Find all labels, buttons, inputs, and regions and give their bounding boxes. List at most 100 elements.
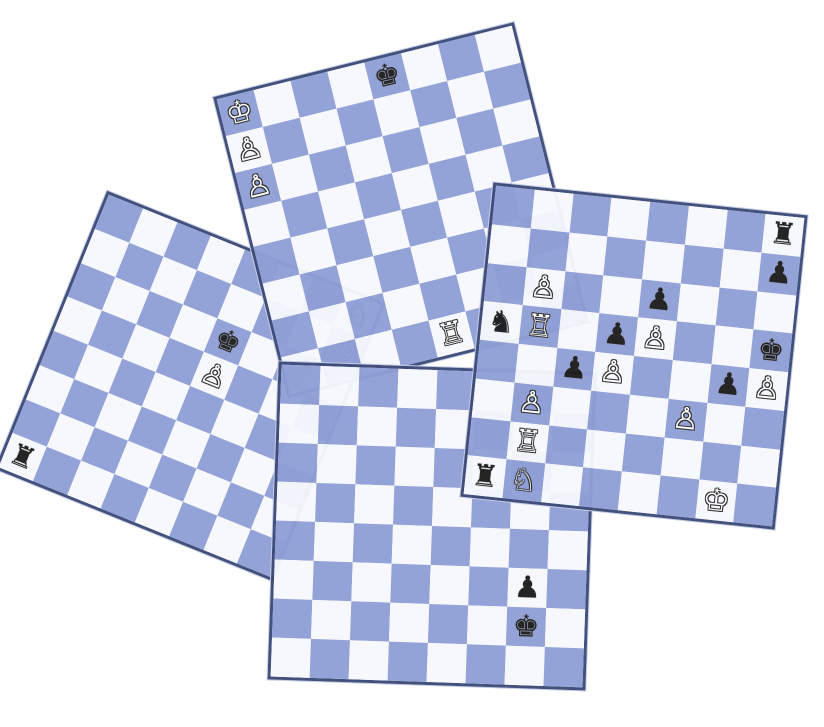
- black-pawn-icon[interactable]: ♟: [707, 364, 750, 407]
- square-h2[interactable]: [545, 608, 585, 648]
- square-a2[interactable]: [468, 417, 511, 460]
- square-e4[interactable]: [431, 526, 471, 566]
- black-pawn-icon[interactable]: ♟: [638, 279, 681, 322]
- square-a1[interactable]: ♜: [464, 455, 507, 498]
- square-a3[interactable]: [273, 560, 313, 600]
- white-pawn-icon[interactable]: ♙: [746, 368, 789, 411]
- square-h7[interactable]: ♟: [758, 253, 801, 296]
- square-d6[interactable]: [600, 275, 643, 318]
- white-knight-icon[interactable]: ♘: [502, 459, 545, 502]
- square-d8[interactable]: [608, 198, 651, 241]
- black-pawn-icon[interactable]: ♟: [507, 568, 547, 608]
- square-f2[interactable]: [467, 605, 507, 645]
- white-pawn-icon[interactable]: ♙: [634, 317, 677, 360]
- square-h4[interactable]: [548, 530, 588, 570]
- square-b8[interactable]: [531, 190, 574, 233]
- square-f3[interactable]: [468, 566, 508, 606]
- square-h3[interactable]: [742, 407, 785, 450]
- square-b3[interactable]: [312, 561, 352, 601]
- square-g2[interactable]: [699, 441, 742, 484]
- square-a5[interactable]: [276, 482, 316, 522]
- square-b7[interactable]: [318, 405, 358, 445]
- square-g3[interactable]: ♟: [507, 568, 547, 608]
- square-c7[interactable]: [565, 232, 608, 275]
- square-d3[interactable]: [390, 564, 430, 604]
- square-f4[interactable]: [470, 527, 510, 567]
- square-c4[interactable]: [353, 523, 393, 563]
- square-c5[interactable]: [354, 484, 394, 524]
- square-a7[interactable]: [279, 404, 319, 444]
- black-pawn-icon[interactable]: ♟: [758, 253, 801, 296]
- square-d2[interactable]: [583, 429, 626, 472]
- square-c8[interactable]: [569, 194, 612, 237]
- white-pawn-icon[interactable]: ♙: [510, 382, 553, 425]
- square-e2[interactable]: [622, 433, 665, 476]
- square-d4[interactable]: [392, 525, 432, 565]
- square-d8[interactable]: [397, 369, 437, 409]
- square-d5[interactable]: [393, 486, 433, 526]
- square-b1[interactable]: ♘: [502, 459, 545, 502]
- square-b3[interactable]: ♙: [510, 382, 553, 425]
- square-a3[interactable]: [472, 378, 515, 421]
- square-c6[interactable]: [355, 445, 395, 485]
- square-f4[interactable]: [668, 360, 711, 403]
- square-g7[interactable]: [719, 248, 762, 291]
- square-b1[interactable]: [310, 639, 350, 679]
- square-d1[interactable]: [388, 642, 428, 682]
- square-c3[interactable]: [549, 386, 592, 429]
- square-g4[interactable]: [509, 529, 549, 569]
- square-a8[interactable]: [492, 186, 535, 229]
- square-f6[interactable]: [677, 283, 720, 326]
- square-c1[interactable]: [541, 464, 584, 507]
- square-a6[interactable]: [277, 443, 317, 483]
- square-a8[interactable]: [280, 365, 320, 405]
- square-f2[interactable]: [660, 437, 703, 480]
- square-c7[interactable]: [357, 406, 397, 446]
- square-a5[interactable]: ♞: [480, 301, 523, 344]
- square-g4[interactable]: ♟: [707, 364, 750, 407]
- square-h3[interactable]: [546, 569, 586, 609]
- square-f7[interactable]: [681, 244, 724, 287]
- square-c2[interactable]: [350, 601, 390, 641]
- square-f1[interactable]: [656, 476, 699, 519]
- square-d1[interactable]: [579, 468, 622, 511]
- square-b4[interactable]: [514, 344, 557, 387]
- square-c4[interactable]: ♟: [553, 348, 596, 391]
- square-h1[interactable]: [543, 647, 583, 687]
- square-e6[interactable]: ♟: [638, 279, 681, 322]
- square-g2[interactable]: ♚: [506, 607, 546, 647]
- square-e3[interactable]: [429, 565, 469, 605]
- square-a4[interactable]: [476, 340, 519, 383]
- black-pawn-icon[interactable]: ♟: [595, 313, 638, 356]
- square-g3[interactable]: [703, 403, 746, 446]
- black-pawn-icon[interactable]: ♟: [553, 348, 596, 391]
- square-d2[interactable]: [389, 603, 429, 643]
- square-c5[interactable]: [557, 309, 600, 352]
- square-e3[interactable]: [626, 395, 669, 438]
- square-d4[interactable]: ♙: [591, 352, 634, 395]
- white-pawn-icon[interactable]: ♙: [522, 267, 565, 310]
- square-a6[interactable]: [484, 263, 527, 306]
- square-b5[interactable]: ♖: [518, 305, 561, 348]
- square-e1[interactable]: [427, 643, 467, 683]
- square-g1[interactable]: ♔: [695, 480, 738, 523]
- square-h8[interactable]: ♜: [762, 214, 805, 257]
- white-king-icon[interactable]: ♔: [695, 480, 738, 523]
- square-f5[interactable]: [673, 322, 716, 365]
- square-d6[interactable]: [394, 447, 434, 487]
- square-d7[interactable]: [604, 236, 647, 279]
- square-c1[interactable]: [349, 640, 389, 680]
- white-rook-icon[interactable]: ♖: [518, 305, 561, 348]
- square-f8[interactable]: [685, 206, 728, 249]
- square-h5[interactable]: ♚: [750, 330, 793, 373]
- square-e5[interactable]: ♙: [634, 317, 677, 360]
- square-b6[interactable]: ♙: [522, 267, 565, 310]
- white-pawn-icon[interactable]: ♙: [591, 352, 634, 395]
- square-c3[interactable]: [351, 562, 391, 602]
- square-e4[interactable]: [630, 356, 673, 399]
- square-a4[interactable]: [275, 521, 315, 561]
- square-b2[interactable]: [311, 600, 351, 640]
- white-pawn-icon[interactable]: ♙: [664, 399, 707, 442]
- square-b4[interactable]: [314, 522, 354, 562]
- square-e1[interactable]: [618, 472, 661, 515]
